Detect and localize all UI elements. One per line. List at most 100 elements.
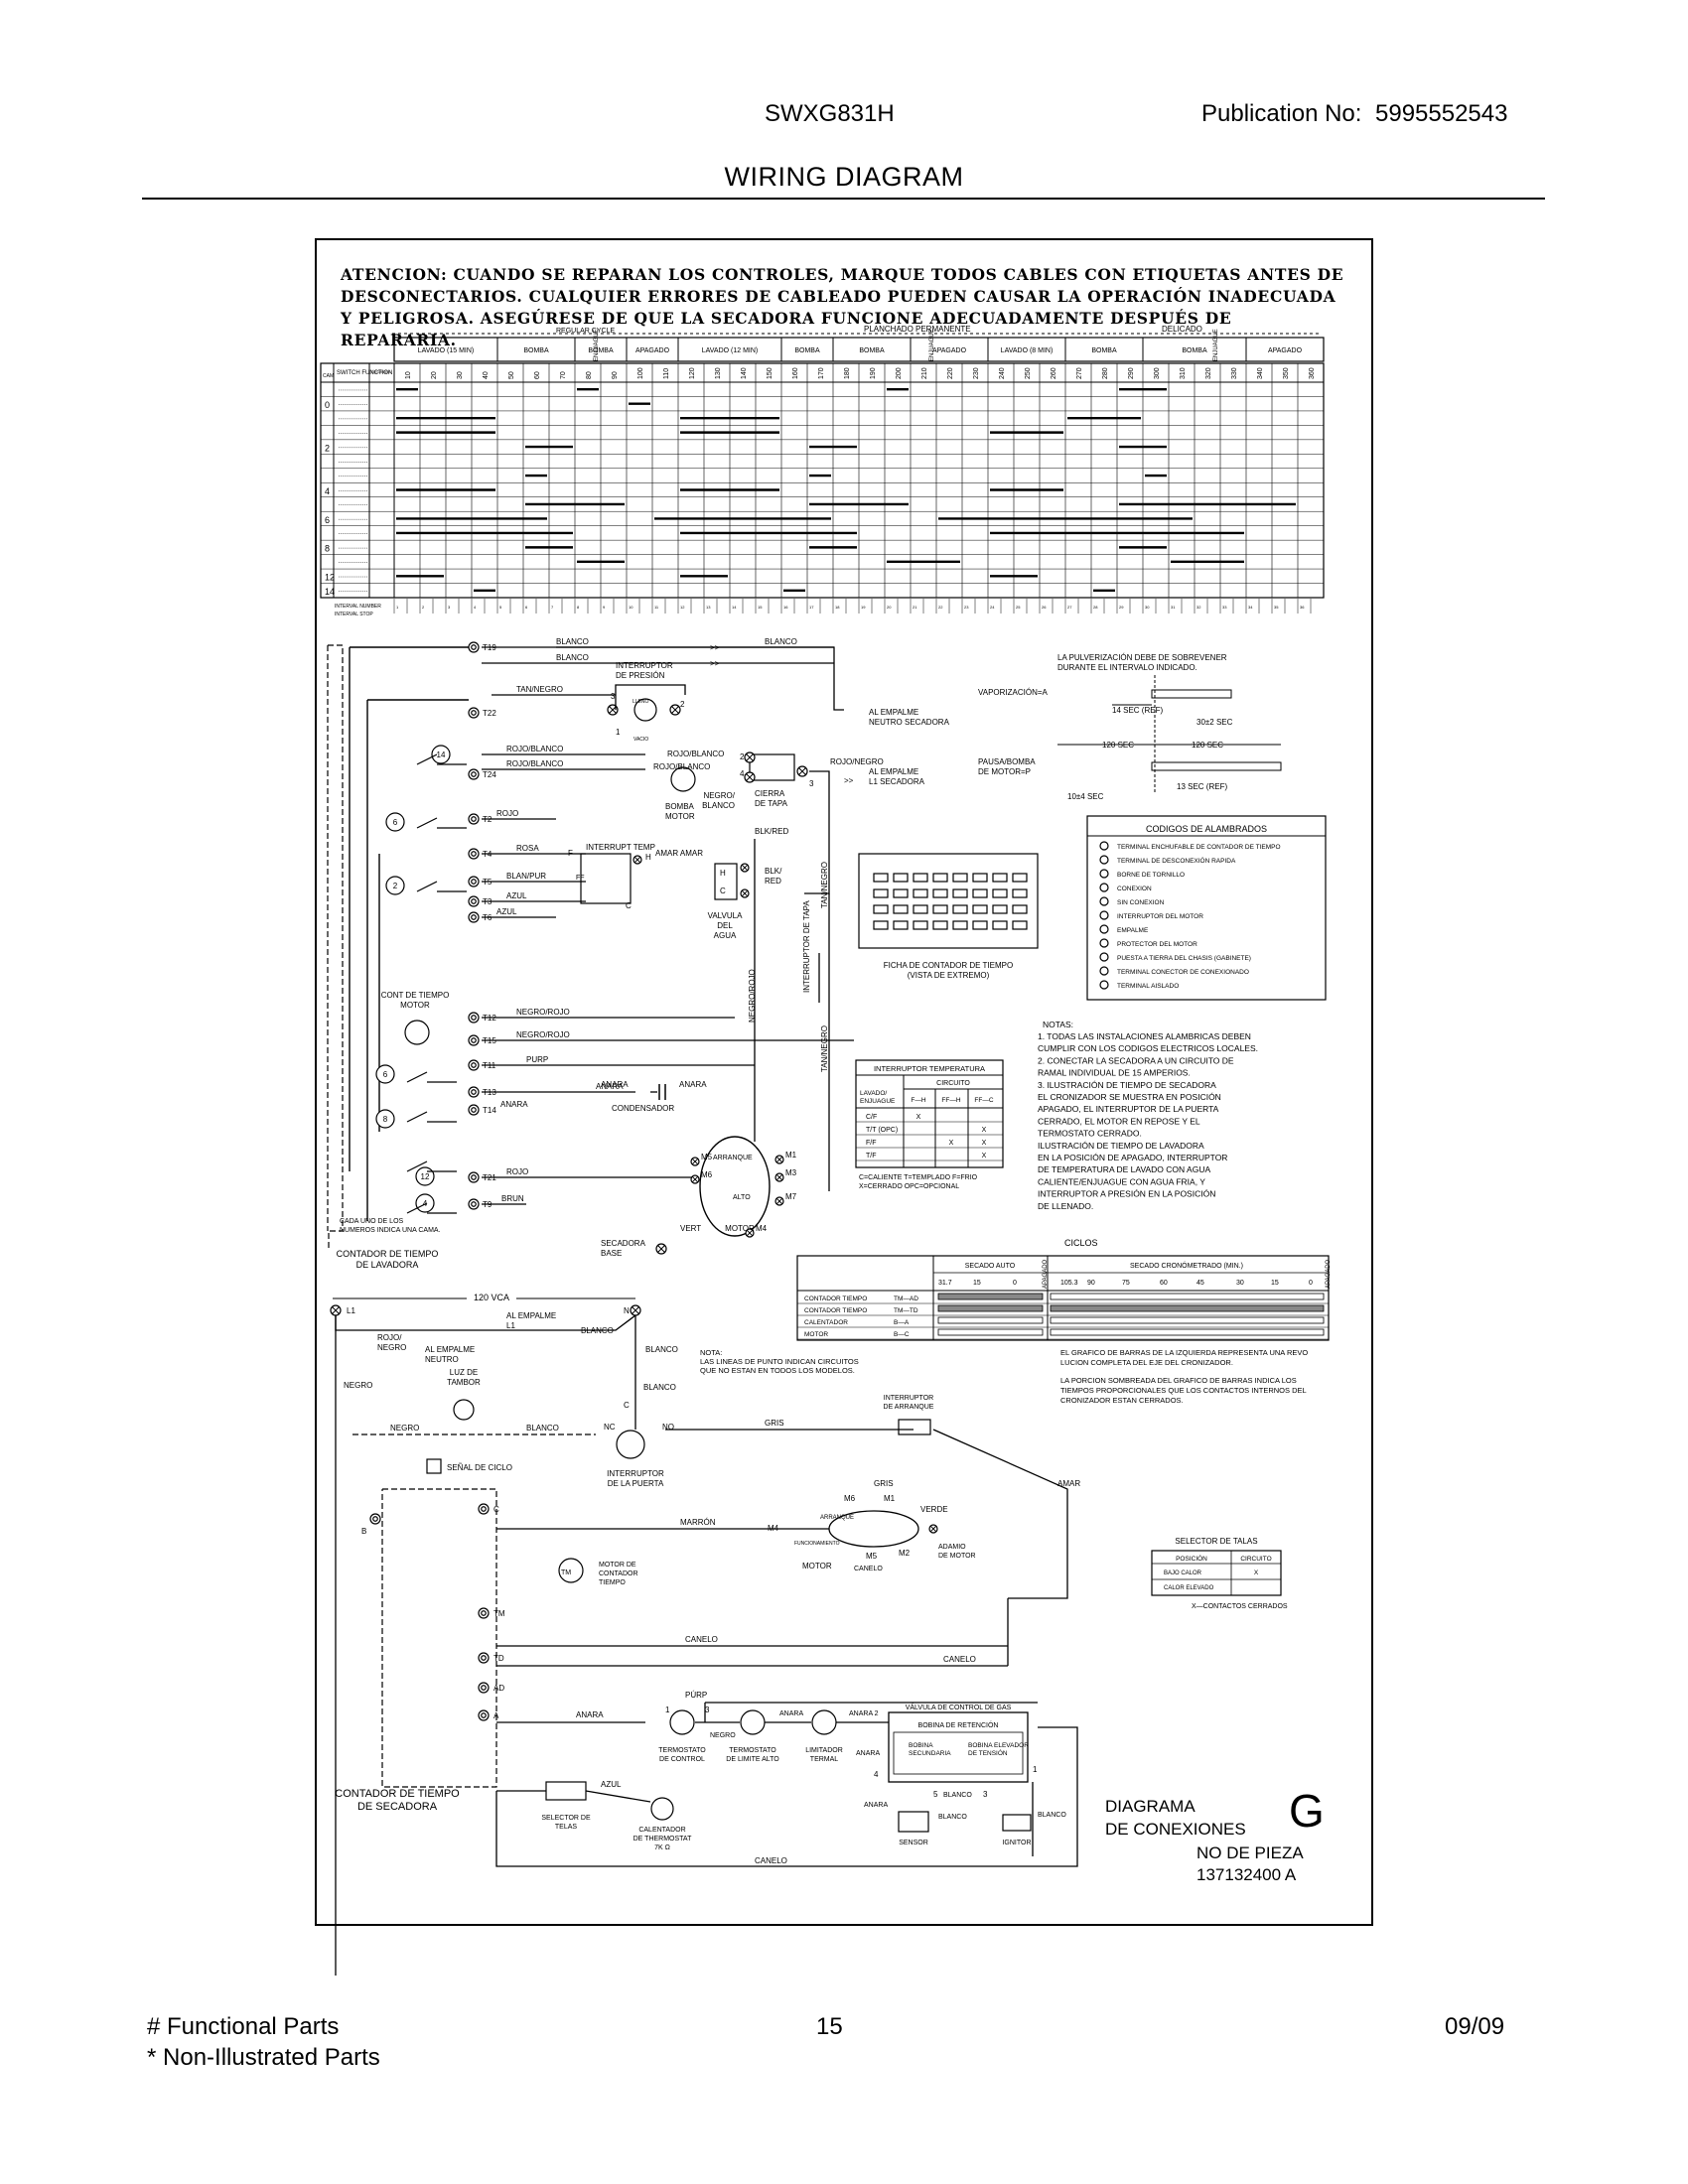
interval-number: 25 (1016, 605, 1021, 610)
pin-label: M7 (785, 1192, 797, 1201)
component-label: VALVULA (708, 911, 743, 920)
wire (556, 646, 844, 711)
thermostat-heater (650, 1797, 674, 1821)
lid-lock-switch (749, 753, 795, 781)
component-label: DE TAPA (755, 799, 788, 808)
terminal-core (471, 1015, 477, 1021)
pin-label: M1 (884, 1494, 896, 1503)
wire-color-label: NEGRO (344, 1381, 372, 1390)
degree-tick-label: 150 (767, 367, 774, 379)
cam-number: 14 (325, 587, 335, 597)
component-label: VÁLVULA DE CONTROL DE GAS (906, 1703, 1012, 1711)
wire-color-label: VERT (680, 1224, 701, 1233)
component-label: AL EMPALME (425, 1345, 475, 1354)
degree-tick-label: 30 (457, 371, 464, 379)
plug-pin (972, 920, 988, 930)
component-label: VACIO (633, 737, 648, 743)
component-label: TIEMPO (599, 1579, 626, 1586)
plug-pin (1012, 888, 1028, 898)
notes-title: NOTAS: (1043, 1020, 1073, 1029)
component-label: TM (561, 1570, 571, 1576)
component-label: TAMBOR (447, 1378, 481, 1387)
terminal-x (609, 706, 617, 714)
table-cell: X (1254, 1570, 1259, 1576)
cycle-tick: 45 (1196, 1280, 1204, 1287)
degree-tick-label: 10 (405, 371, 412, 379)
degree-tick-label: 200 (896, 367, 903, 379)
wire-color-label: BLANCO (526, 1424, 559, 1433)
plug-pin (1012, 904, 1028, 914)
switch-contact (416, 753, 438, 765)
timing-label: 14 SEC (REF) (1112, 706, 1163, 715)
voltage-label: 120 VCA (474, 1293, 509, 1302)
degree-tick-label: 230 (973, 367, 980, 379)
legend-item: TERMINAL DE DESCONEXIÓN RAPIDA (1117, 856, 1236, 865)
component-label: NEGRO/ (703, 791, 735, 800)
timing-label: VAPORIZACIÓN=A (978, 688, 1049, 697)
drum-light (453, 1399, 475, 1421)
pin-number: 3 (611, 692, 616, 701)
component-label: AGUA (714, 931, 737, 940)
interval-number: 27 (1067, 605, 1072, 610)
terminal-core (481, 1610, 487, 1616)
cam-number: 6 (393, 818, 398, 827)
plug-pin (972, 888, 988, 898)
plug-pin (952, 920, 968, 930)
pin-number: 2 (680, 700, 685, 709)
table-cell: X (982, 1153, 987, 1160)
line-label: N (624, 1306, 630, 1315)
interval-number: 30 (1145, 605, 1150, 610)
wire-color-label: CANELO (854, 1566, 883, 1572)
wire-color-label: ROJO/BLANCO (506, 759, 563, 768)
component-label: LLENO (633, 699, 649, 705)
interval-number: 28 (1093, 605, 1098, 610)
component-label: TERMOSTATO (658, 1747, 706, 1754)
component-label: L1 (506, 1321, 515, 1330)
cam-circle (431, 745, 451, 764)
page-title: WIRING DIAGRAM (724, 162, 964, 192)
phase-label: APAGADO (1268, 347, 1303, 354)
column-header: CAM (323, 373, 334, 379)
wire-color-label: AZUL (601, 1780, 622, 1789)
interval-label: INTERVAL STOP (335, 612, 373, 617)
cycle-tick: 75 (1122, 1280, 1130, 1287)
terminal-core (471, 644, 477, 650)
component-label: SECADORA (601, 1239, 646, 1248)
interval-number: 5 (499, 605, 502, 610)
legend-item: EMPALME (1117, 927, 1149, 934)
page-number: 15 (816, 2013, 843, 2040)
timer-motor (558, 1558, 584, 1583)
legend-symbol (1099, 952, 1109, 962)
component-label: IGNITOR (1002, 1840, 1031, 1846)
door-switch (616, 1430, 645, 1459)
publication-number: 5995552543 (1375, 100, 1508, 127)
phase-label: APAGADO (932, 347, 967, 354)
pin-letter: H (645, 853, 651, 862)
table-key: C=CALIENTE T=TEMPLADO F=FRIO (859, 1174, 978, 1181)
component-label: TERMAL (810, 1756, 839, 1763)
phase-label: BOMBA (1182, 347, 1207, 354)
table-cell: CALOR ELEVADO (1164, 1585, 1214, 1591)
header-rule (142, 198, 1545, 200)
component-label: INTERRUPT TEMP (586, 843, 655, 852)
cycle-signal (426, 1458, 442, 1474)
component-label: NUMEROS INDICA UNA CAMA. (340, 1227, 441, 1234)
flame-sensor (898, 1811, 929, 1833)
switch-contact (416, 881, 438, 892)
phase-label: BOMBA (859, 347, 885, 354)
cam-circle (415, 1193, 435, 1213)
table-header: FF—C (974, 1097, 993, 1104)
component-label: DE TENSIÓN (968, 1748, 1008, 1757)
degree-tick-label: 340 (1257, 367, 1264, 379)
dryer-note: QUE NO ESTAN EN TODOS LOS MODELOS. (700, 1366, 855, 1375)
terminal-label: TM (493, 1609, 505, 1618)
component-label: TERMOSTATO (729, 1747, 776, 1754)
interval-number: 1 (396, 605, 399, 610)
component-label: BOMBA (665, 802, 695, 811)
cam-number: 6 (325, 515, 330, 525)
cycle-row-code: TM—TD (894, 1307, 918, 1314)
cycle-table (796, 1255, 1330, 1341)
wire-color-label: GRIS (765, 1419, 784, 1428)
dryer-note: LAS LINEAS DE PUNTO INDICAN CIRCUITOS (700, 1357, 859, 1366)
cycle-tick: 60 (1160, 1280, 1168, 1287)
